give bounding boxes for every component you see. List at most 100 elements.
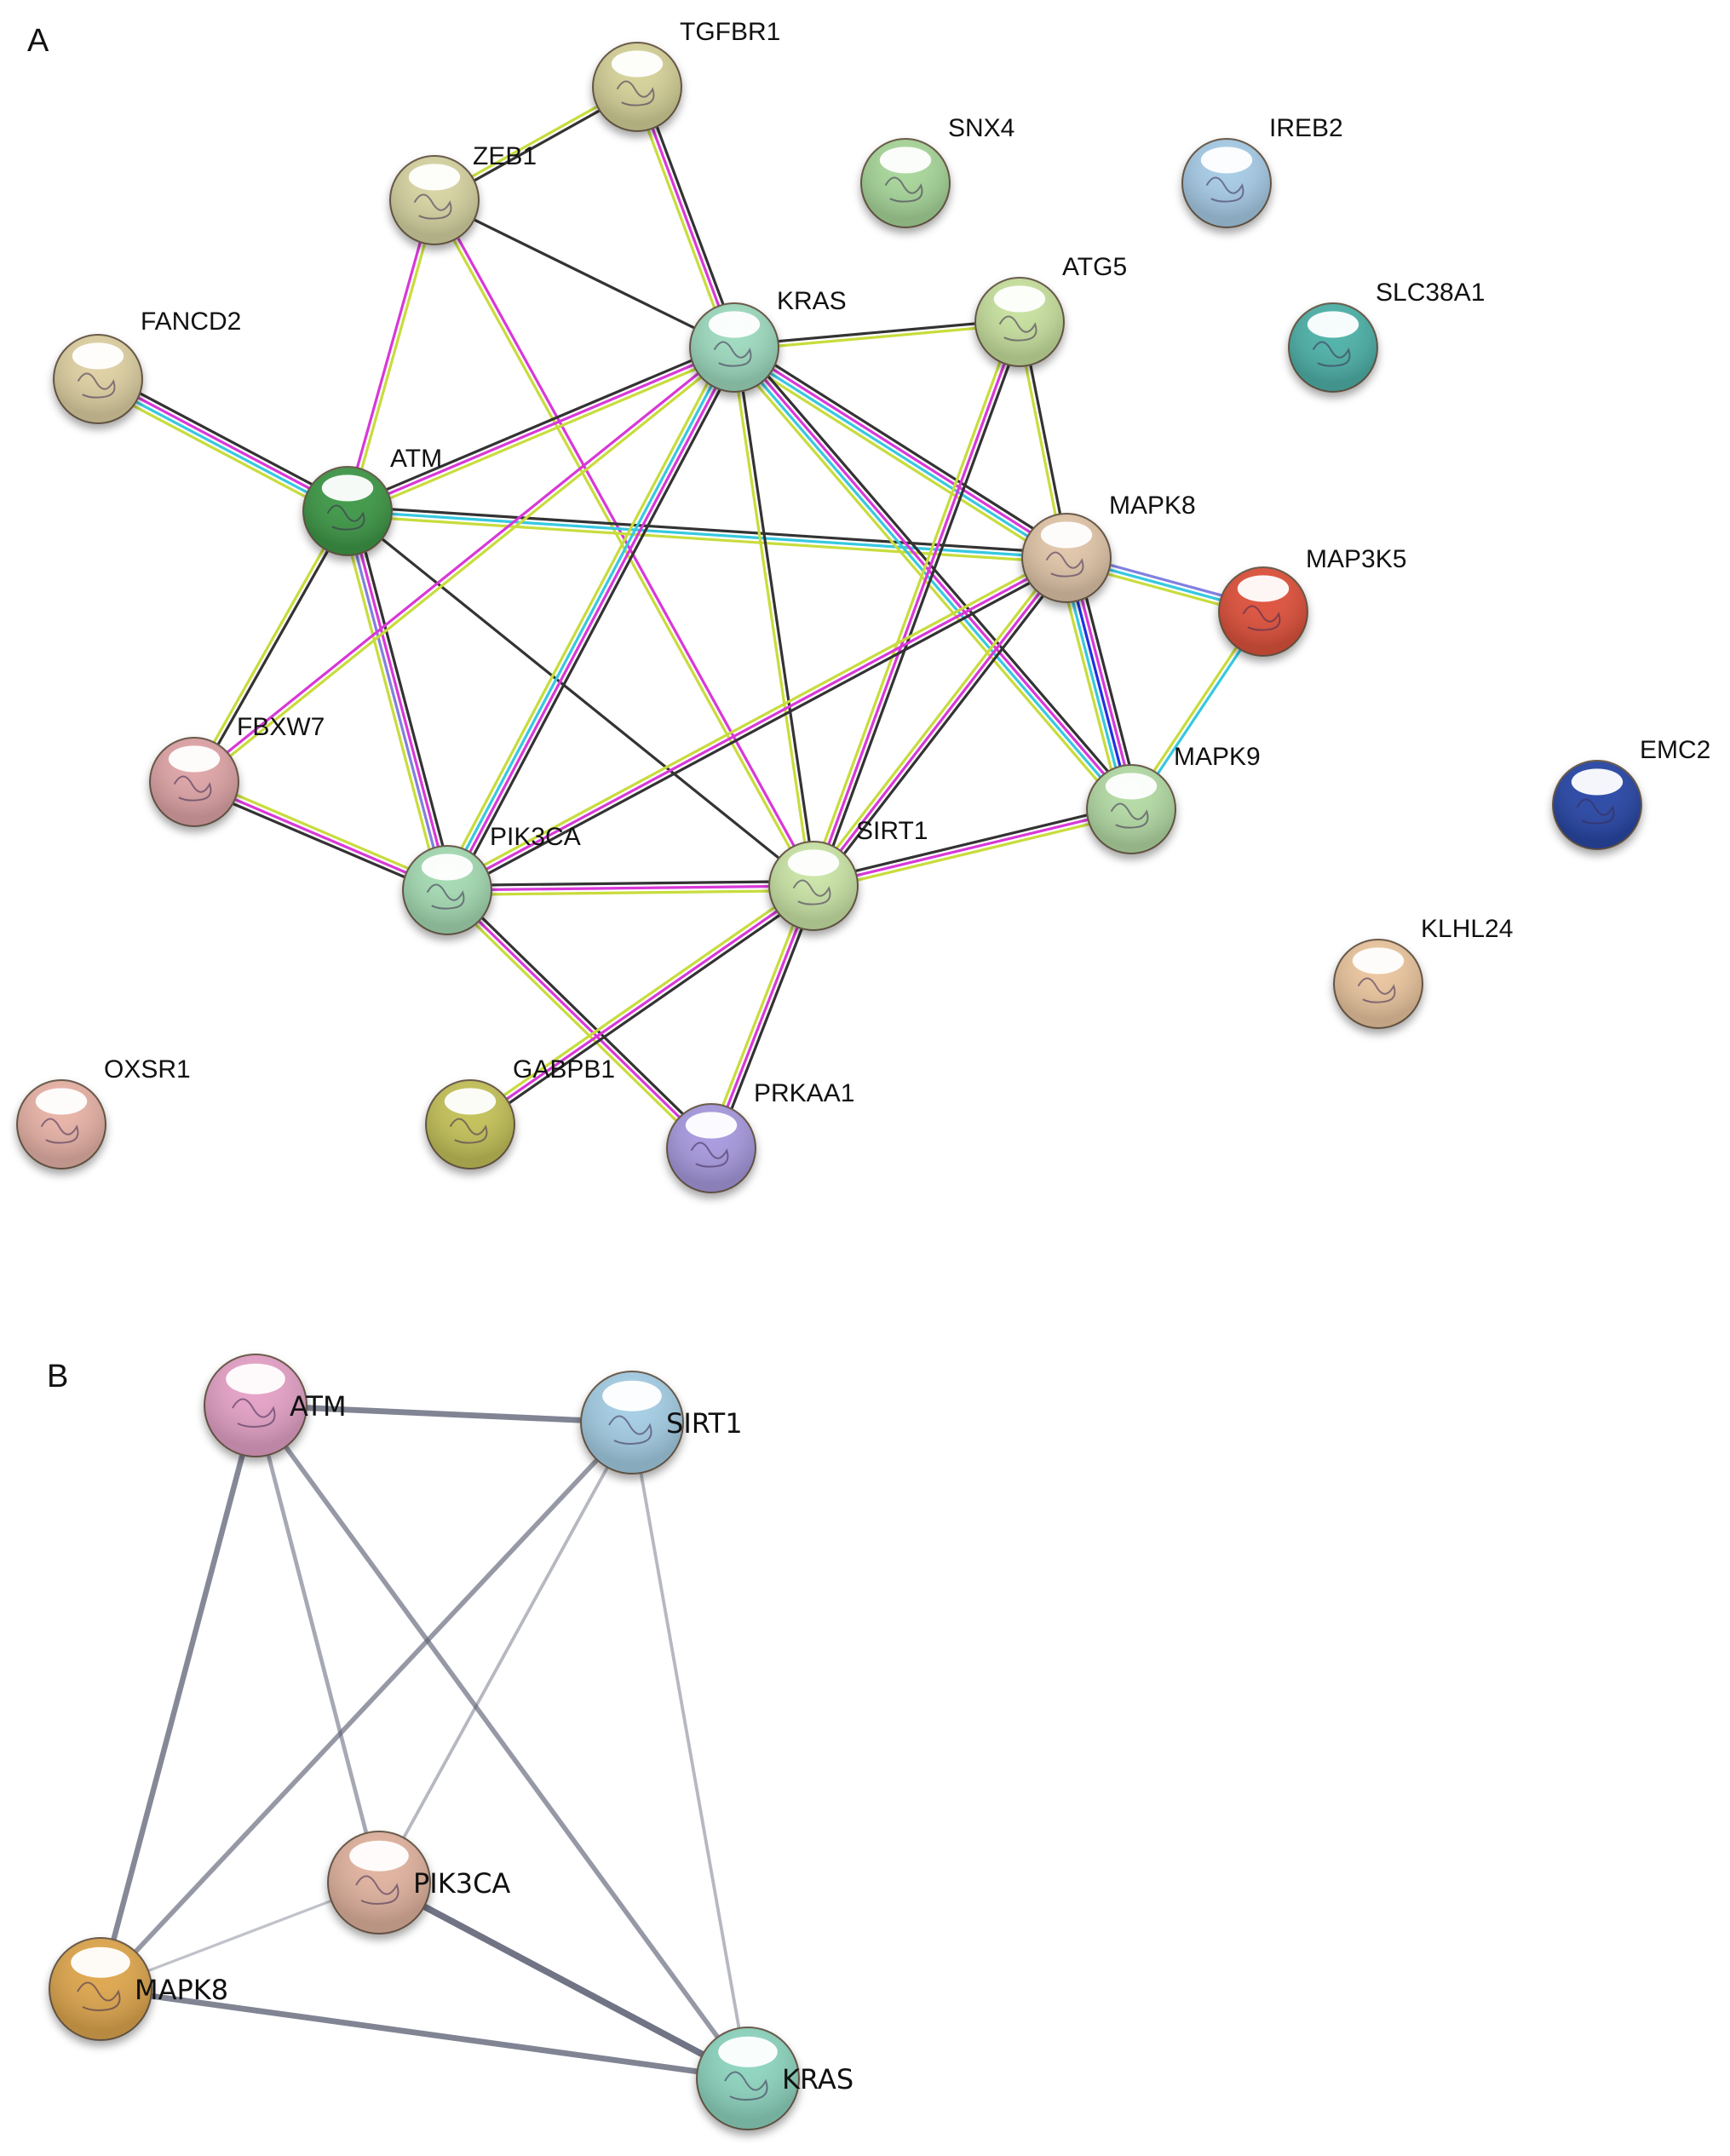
b-kras-label: KRAS bbox=[782, 2063, 854, 2096]
edge-atm-kras bbox=[253, 1404, 750, 2080]
edge-strand bbox=[343, 198, 434, 511]
b-kras-node[interactable]: KRAS bbox=[696, 2027, 854, 2130]
a-mapk9-structure-icon bbox=[1110, 802, 1149, 829]
edge-strand bbox=[734, 345, 1135, 809]
edge-strand bbox=[101, 371, 352, 507]
a-gabpb1-node[interactable]: GABPB1 bbox=[425, 1055, 615, 1170]
a-klhl24-node[interactable]: KLHL24 bbox=[1333, 915, 1513, 1029]
b-sirt1-node[interactable]: SIRT1 bbox=[580, 1371, 743, 1475]
a-oxsr1-node[interactable]: OXSR1 bbox=[16, 1055, 191, 1170]
edge-sirt1-kras bbox=[630, 1422, 750, 2079]
edge-strand bbox=[94, 383, 345, 519]
edge-strand bbox=[339, 512, 442, 893]
a-atg5-highlight bbox=[993, 285, 1046, 313]
edge-strand bbox=[447, 888, 814, 897]
a-fancd2-node[interactable]: FANCD2 bbox=[53, 308, 241, 424]
a-tgfbr1-structure-icon bbox=[616, 80, 655, 106]
edge-strand bbox=[347, 509, 1067, 560]
a-slc38a1-structure-icon bbox=[1312, 341, 1351, 367]
a-mapk9-highlight bbox=[1105, 773, 1158, 800]
edge-strand bbox=[444, 552, 1066, 888]
edge-strand bbox=[348, 200, 439, 513]
a-tgfbr1-label: TGFBR1 bbox=[680, 18, 780, 46]
edge-strand bbox=[435, 198, 817, 886]
a-slc38a1-highlight bbox=[1307, 311, 1359, 338]
a-sirt1-structure-icon bbox=[792, 879, 831, 906]
edge-strand bbox=[640, 84, 740, 347]
a-mapk9-node[interactable]: MAPK9 bbox=[1086, 743, 1261, 854]
edge-strand bbox=[808, 319, 1017, 885]
a-emc2-label: EMC2 bbox=[1640, 736, 1710, 764]
a-fbxw7-node[interactable]: FBXW7 bbox=[149, 713, 325, 827]
edge-strand bbox=[445, 888, 713, 1150]
a-zeb1-label: ZEB1 bbox=[473, 142, 537, 170]
edge-strand bbox=[466, 881, 812, 1122]
edge-strand bbox=[448, 348, 738, 893]
a-atm-structure-icon bbox=[326, 504, 365, 531]
edge-strand bbox=[812, 557, 1068, 887]
a-emc2-structure-icon bbox=[1576, 798, 1615, 825]
a-pik3ca-label: PIK3CA bbox=[490, 823, 581, 851]
a-ireb2-node[interactable]: IREB2 bbox=[1181, 114, 1343, 228]
a-fancd2-highlight bbox=[72, 342, 124, 370]
a-mapk9-label: MAPK9 bbox=[1174, 743, 1261, 771]
a-slc38a1-node[interactable]: SLC38A1 bbox=[1288, 279, 1485, 393]
a-emc2-highlight bbox=[1571, 768, 1624, 796]
edge-strand bbox=[813, 808, 1132, 888]
a-pik3ca-structure-icon bbox=[426, 883, 465, 910]
edge-strand bbox=[451, 350, 742, 894]
a-pik3ca-node[interactable]: PIK3CA bbox=[402, 823, 581, 935]
a-atg5-node[interactable]: ATG5 bbox=[974, 253, 1127, 367]
a-oxsr1-label: OXSR1 bbox=[104, 1055, 191, 1084]
b-mapk8-label: MAPK8 bbox=[135, 1974, 228, 2006]
edge-strand bbox=[816, 323, 1026, 888]
a-atg5-label: ATG5 bbox=[1062, 253, 1127, 281]
a-oxsr1-structure-icon bbox=[40, 1118, 79, 1144]
a-atm-node[interactable]: ATM bbox=[302, 445, 442, 556]
a-map3k5-node[interactable]: MAP3K5 bbox=[1218, 545, 1406, 657]
b-sirt1-structure-icon bbox=[608, 1415, 652, 1445]
a-zeb1-node[interactable]: ZEB1 bbox=[389, 142, 537, 245]
a-sirt1-label: SIRT1 bbox=[856, 817, 928, 845]
edge-kras-sirt1 bbox=[730, 347, 818, 887]
edge-strand bbox=[347, 346, 735, 513]
edge-strand bbox=[98, 376, 350, 510]
b-atm-node[interactable]: ATM bbox=[204, 1354, 347, 1457]
b-pik3ca-node[interactable]: PIK3CA bbox=[327, 1831, 510, 1935]
edge-strand bbox=[195, 511, 351, 785]
a-mapk8-node[interactable]: MAPK8 bbox=[1021, 492, 1196, 603]
a-tgfbr1-node[interactable]: TGFBR1 bbox=[592, 18, 780, 132]
b-mapk8-structure-icon bbox=[77, 1981, 121, 2011]
a-emc2-node[interactable]: EMC2 bbox=[1552, 736, 1710, 850]
a-prkaa1-node[interactable]: PRKAA1 bbox=[666, 1079, 854, 1193]
a-sirt1-node[interactable]: SIRT1 bbox=[768, 817, 928, 931]
edge-mapk8-sirt1 bbox=[808, 554, 1072, 890]
b-mapk8-node[interactable]: MAPK8 bbox=[49, 1937, 228, 2041]
a-atg5-structure-icon bbox=[998, 315, 1037, 342]
edge-strand bbox=[816, 560, 1072, 890]
a-ireb2-structure-icon bbox=[1205, 176, 1244, 203]
edge-strand bbox=[347, 514, 1066, 565]
a-map3k5-highlight bbox=[1237, 575, 1290, 602]
edge-sirt1-prkaa1 bbox=[705, 883, 819, 1151]
edge-atm-mapk8 bbox=[97, 1405, 259, 1990]
edge-strand bbox=[348, 504, 1067, 555]
a-snx4-node[interactable]: SNX4 bbox=[860, 114, 1014, 228]
a-kras-node[interactable]: KRAS bbox=[689, 287, 847, 393]
edge-strand bbox=[194, 348, 737, 785]
edge-sirt1-gabpb1 bbox=[466, 881, 818, 1130]
a-kras-structure-icon bbox=[713, 341, 752, 367]
a-ireb2-highlight bbox=[1200, 147, 1253, 174]
a-oxsr1-highlight bbox=[35, 1088, 88, 1115]
edge-strand bbox=[729, 352, 1064, 566]
edge-strand bbox=[808, 554, 1064, 884]
edge-strand bbox=[812, 321, 1021, 887]
edge-strand bbox=[193, 780, 448, 892]
a-mapk8-structure-icon bbox=[1045, 551, 1084, 578]
edge-zeb1-kras bbox=[434, 198, 735, 349]
a-fbxw7-label: FBXW7 bbox=[237, 713, 325, 741]
edge-strand bbox=[348, 350, 737, 517]
edge-kras-fbxw7 bbox=[192, 344, 737, 785]
a-gabpb1-structure-icon bbox=[449, 1118, 488, 1144]
